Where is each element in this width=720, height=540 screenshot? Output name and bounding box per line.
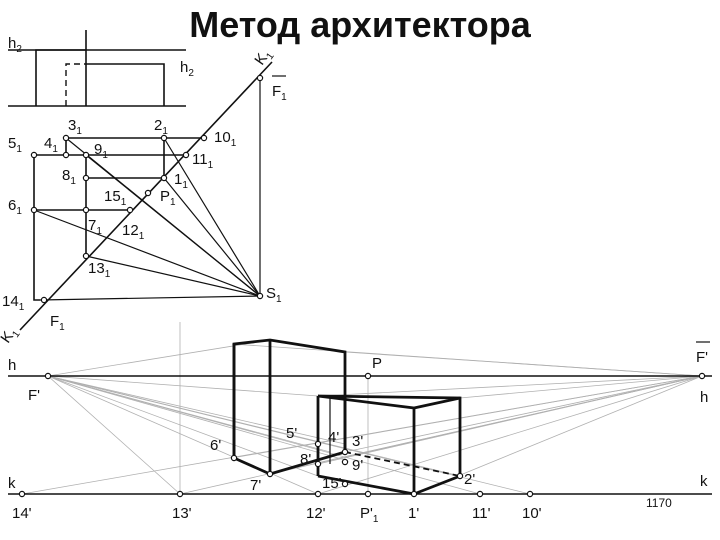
label-9-1: 91: [94, 141, 108, 161]
label-p-prime-1: P'1: [360, 505, 379, 525]
label-h2-left: h2: [8, 35, 22, 55]
label-15-1: 151: [104, 188, 127, 208]
label-8-prime: 8': [300, 451, 311, 468]
label-k1-bottom: K1: [0, 323, 23, 348]
projection-rays: [21, 322, 703, 495]
label-7-prime: 7': [250, 477, 261, 494]
label-14-prime: 14': [12, 505, 32, 522]
label-f-prime-right: F': [696, 349, 708, 366]
slide-title: Метод архитектора: [189, 4, 531, 45]
label-5-prime: 5': [286, 425, 297, 442]
label-h-left: h: [8, 357, 16, 374]
perspective-labels: h P F' F' h 6' 5' 4' 3' 8' 9' 7' 15' 2' …: [8, 349, 708, 525]
label-8-1: 81: [62, 167, 76, 187]
label-k-left: k: [8, 475, 16, 492]
perspective-points: [18, 372, 706, 498]
label-3-prime: 3': [352, 433, 363, 450]
label-1-prime: 1': [408, 505, 419, 522]
label-10-1: 101: [214, 129, 237, 149]
perspective-object: [232, 338, 462, 497]
label-f1-bottom: F1: [50, 313, 65, 333]
horizon-and-ground-lines: [8, 341, 712, 495]
label-12-1: 121: [122, 222, 145, 242]
label-h2-right: h2: [180, 59, 194, 79]
plan-labels: h2 h2 K1 F1 51 41 31 21 101 91 111 81 11…: [0, 35, 287, 348]
label-s-1: S1: [266, 285, 282, 305]
label-13-1: 131: [88, 260, 111, 280]
label-p: P: [372, 355, 382, 372]
label-14-1: 141: [2, 293, 25, 313]
label-6-prime: 6': [210, 437, 221, 454]
label-15-prime: 15': [322, 475, 342, 492]
label-13-prime: 13': [172, 505, 192, 522]
label-k-right: k: [700, 473, 708, 490]
label-2-1: 21: [154, 117, 168, 137]
label-12-prime: 12': [306, 505, 326, 522]
label-k1-top: K1: [251, 45, 277, 70]
label-4-prime: 4': [328, 429, 339, 446]
label-f-prime-left: F': [28, 387, 40, 404]
label-11-prime: 11': [472, 505, 491, 522]
label-1-1: 11: [174, 171, 188, 191]
label-9-prime: 9': [352, 457, 363, 474]
label-h-right: h: [700, 389, 708, 406]
label-11-1: 111: [192, 151, 214, 171]
label-2-prime: 2': [464, 471, 475, 488]
label-3-1: 31: [68, 117, 82, 137]
label-f1-top: F1: [272, 83, 287, 103]
page-number: 1170: [646, 496, 672, 510]
elevation-sketch: [8, 30, 186, 107]
label-10-prime: 10': [522, 505, 542, 522]
plan-view: [19, 61, 286, 331]
label-6-1: 61: [8, 197, 22, 217]
label-p-1: P1: [160, 188, 176, 208]
label-4-1: 41: [44, 135, 58, 155]
label-5-1: 51: [8, 135, 22, 155]
label-7-1: 71: [88, 217, 102, 237]
